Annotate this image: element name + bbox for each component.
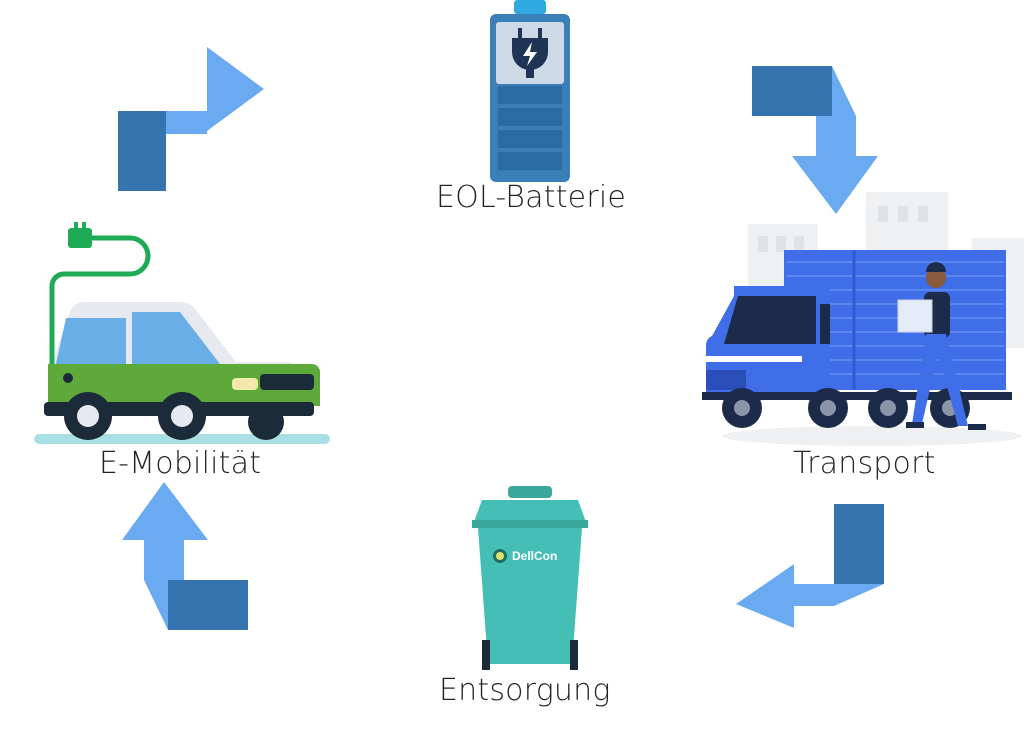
cycle-arrow-bottom-left: [100, 480, 250, 632]
emobility-node: [28, 222, 332, 448]
battery-icon: [490, 0, 570, 182]
cycle-arrow-icon: [752, 66, 878, 214]
disposal-node: DellCon: [468, 486, 592, 676]
cycle-arrow-top-left: [112, 44, 272, 194]
transport-label: Transport: [793, 446, 936, 481]
truck-icon: [702, 192, 1024, 446]
battery-node: [480, 0, 580, 190]
recycling-bin-icon: [472, 486, 588, 670]
cycle-arrow-icon: [122, 482, 248, 630]
disposal-label: Entsorgung: [439, 673, 611, 708]
transport-node: [702, 188, 1024, 450]
emobility-label: E-Mobilität: [99, 446, 262, 481]
cycle-arrow-bottom-right: [734, 502, 886, 650]
cycle-arrow-icon: [118, 47, 264, 191]
electric-car-icon: [34, 222, 330, 444]
cycle-arrow-top-right: [750, 64, 900, 216]
cycle-arrow-icon: [736, 504, 884, 628]
bin-brand-label: DellCon: [512, 549, 558, 563]
battery-label: EOL-Batterie: [436, 180, 627, 215]
